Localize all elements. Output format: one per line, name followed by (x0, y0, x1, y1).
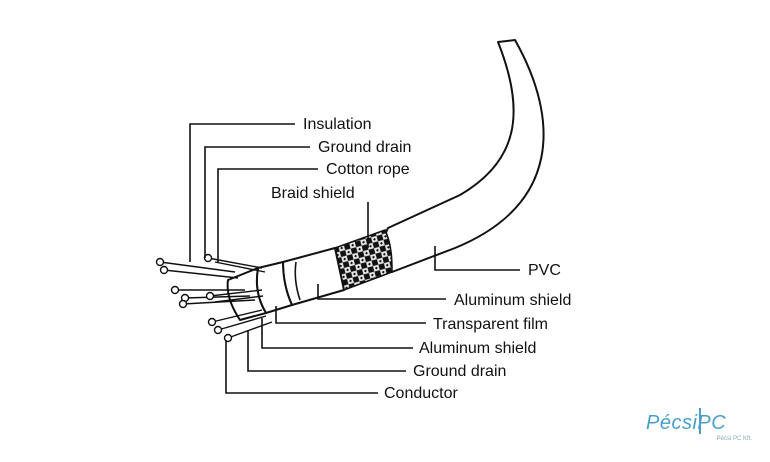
label-transparent-film: Transparent film (433, 316, 548, 333)
leader-ground-drain-bottom (247, 330, 406, 372)
watermark-logo: PécsiPC Pécsi PC Kft. (646, 408, 756, 448)
label-conductor: Conductor (384, 385, 458, 402)
label-aluminum-shield-inner: Aluminum shield (419, 340, 536, 357)
label-pvc: PVC (528, 262, 561, 279)
leader-transparent-film (275, 306, 426, 324)
braid-shield-band (334, 228, 393, 292)
label-insulation: Insulation (303, 116, 372, 133)
leader-aluminum-shield-inner (261, 318, 413, 349)
label-braid-shield: Braid shield (271, 185, 355, 202)
leader-lines (189, 123, 520, 394)
leader-pvc (434, 246, 520, 271)
label-aluminum-shield-outer: Aluminum shield (454, 292, 571, 309)
label-ground-drain-top: Ground drain (318, 139, 411, 156)
watermark-sub: Pécsi PC Kft. (716, 436, 752, 442)
pvc-jacket (384, 39, 545, 273)
aluminum-shield-outer-foil (282, 247, 345, 306)
tv-tower-icon (699, 408, 701, 434)
leader-ground-drain-top (204, 146, 310, 258)
conductor-wires (155, 253, 273, 343)
watermark-brand: PécsiPC (646, 412, 727, 434)
label-cotton-rope: Cotton rope (326, 161, 410, 178)
label-ground-drain-bottom: Ground drain (413, 363, 506, 380)
leader-aluminum-shield-outer (317, 284, 446, 300)
leader-insulation (189, 123, 295, 262)
leader-cotton-rope (217, 168, 318, 262)
leader-conductor (225, 340, 378, 394)
